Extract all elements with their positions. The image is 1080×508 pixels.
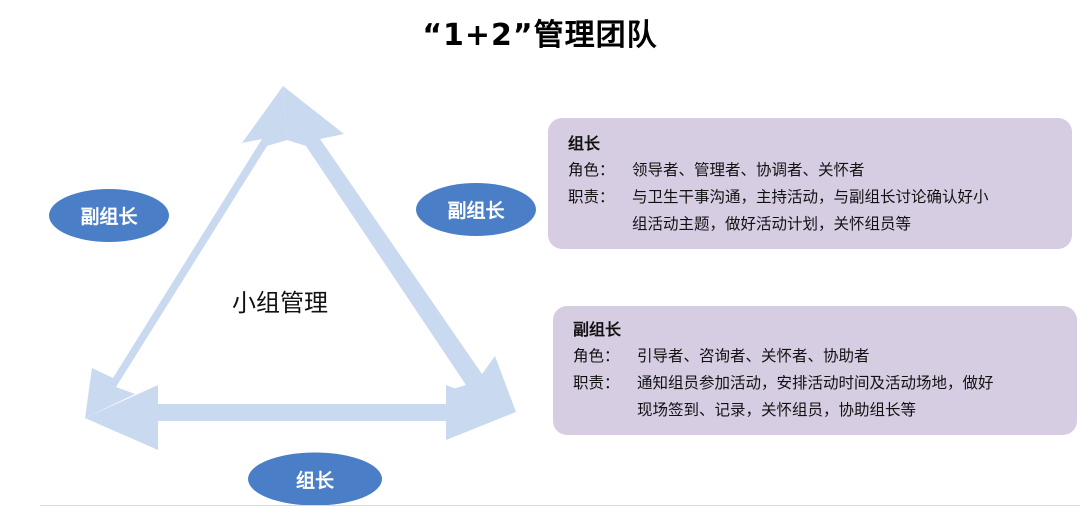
left-ellipse-label: 副组长 (80, 206, 138, 228)
duty-row: 职责： 与卫生干事沟通，主持活动，与副组长讨论确认好小 (568, 184, 1054, 211)
left-ellipse (49, 189, 169, 242)
right-ellipse (416, 183, 536, 236)
right-edge-arrow (283, 86, 516, 412)
bottom-ellipse-label: 组长 (295, 469, 334, 492)
role-value: 领导者、管理者、协调者、关怀者 (632, 161, 865, 179)
duty-value-line1: 通知组员参加活动，安排活动时间及活动场地，做好 (637, 374, 994, 392)
page-title: “1+2”管理团队 (422, 18, 658, 53)
duty-value-line1: 与卫生干事沟通，主持活动，与副组长讨论确认好小 (632, 188, 989, 206)
card-heading: 副组长 (573, 320, 622, 339)
role-row: 角色： 领导者、管理者、协调者、关怀者 (568, 157, 1054, 184)
duty-key: 职责： (568, 188, 615, 206)
duty-key: 职责： (573, 374, 620, 392)
duty-row: 职责： 通知组员参加活动，安排活动时间及活动场地，做好 (573, 370, 1059, 397)
center-label: 小组管理 (232, 289, 328, 317)
bottom-ellipse (248, 452, 382, 506)
right-ellipse-label: 副组长 (447, 200, 505, 222)
role-key: 角色： (568, 161, 615, 179)
duty-value-line2: 组活动主题，做好活动计划，关怀组员等 (632, 215, 912, 233)
deputy-card: 副组长 角色： 引导者、咨询者、关怀者、协助者 职责： 通知组员参加活动，安排活… (553, 306, 1077, 435)
role-row: 角色： 引导者、咨询者、关怀者、协助者 (573, 343, 1059, 370)
role-value: 引导者、咨询者、关怀者、协助者 (637, 347, 870, 365)
bottom-divider (40, 505, 1080, 506)
duty-value-line2: 现场签到、记录，关怀组员，协助组长等 (637, 401, 917, 419)
left-edge-arrow (85, 86, 287, 418)
role-key: 角色： (573, 347, 620, 365)
card-heading: 组长 (568, 134, 601, 153)
leader-card: 组长 角色： 领导者、管理者、协调者、关怀者 职责： 与卫生干事沟通，主持活动，… (548, 118, 1072, 249)
bottom-edge-arrow (85, 385, 516, 450)
